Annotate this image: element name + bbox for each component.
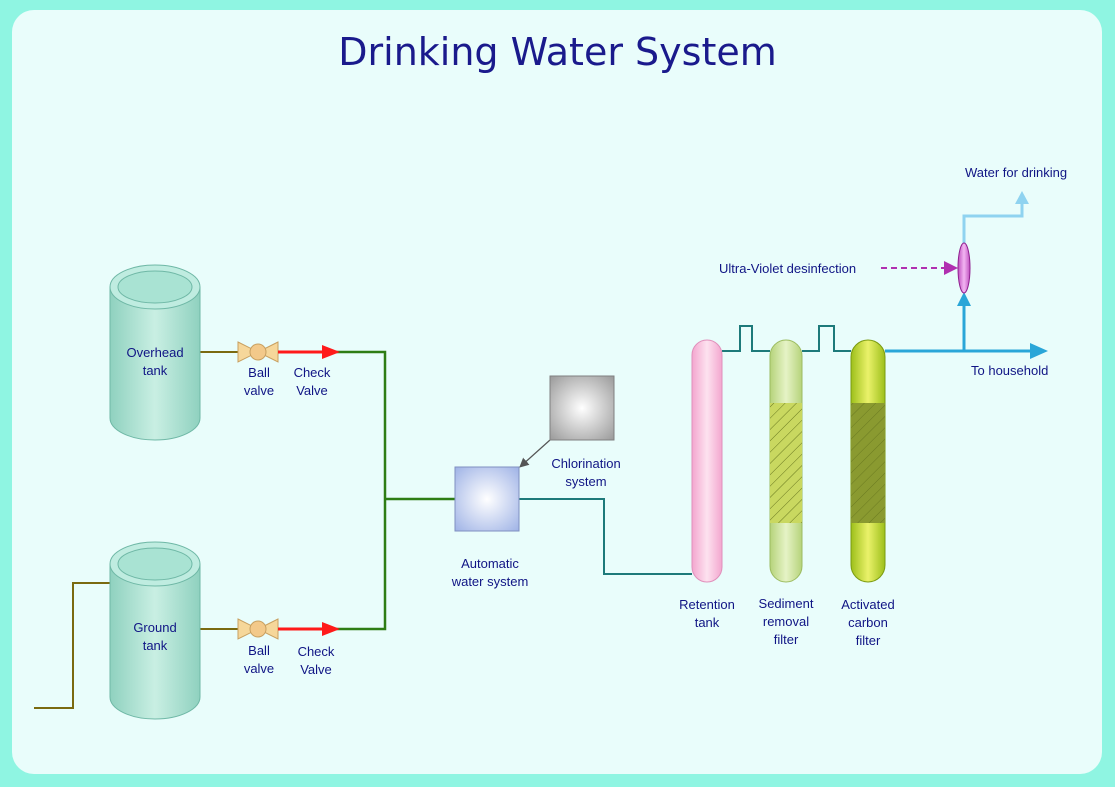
label-carbon-filter: Activated carbon filter [841, 597, 895, 648]
household-arrow-icon [1030, 343, 1048, 359]
label-uv-disinfection: Ultra-Violet desinfection [719, 261, 857, 276]
label-sediment-filter: Sediment removal filter [758, 596, 814, 647]
overhead-tank[interactable] [109, 264, 201, 441]
chlorination-system-box[interactable] [549, 375, 615, 441]
to-retention-pipe [519, 498, 692, 575]
retention-tank[interactable] [691, 339, 723, 583]
page-title: Drinking Water System [338, 30, 777, 74]
label-ground-tank: Ground tank [133, 620, 177, 653]
drinking-arrow-icon [1015, 191, 1029, 204]
label-check-valve-top: Check Valve [293, 365, 331, 398]
label-ball-valve-bottom: Ball valve [243, 643, 275, 676]
check-valve-top-icon[interactable] [278, 345, 340, 359]
ball-valve-bottom-icon[interactable] [237, 618, 279, 640]
chlorination-feed-line [519, 439, 551, 468]
label-check-valve-bottom: Check Valve [297, 644, 335, 677]
label-automatic-water-system: Automatic water system [451, 556, 529, 589]
label-water-for-drinking: Water for drinking [965, 165, 1068, 180]
top-green-pipe [335, 350, 387, 631]
label-retention-tank: Retention tank [679, 597, 735, 630]
automatic-water-system-box[interactable] [454, 466, 520, 532]
sediment-to-carbon-pipe [802, 325, 851, 352]
uv-lamp-icon[interactable] [957, 242, 971, 294]
label-to-household: To household [971, 363, 1049, 378]
ground-tank[interactable] [109, 541, 201, 720]
pipes [34, 191, 1048, 709]
drinking-pipe [962, 200, 1024, 243]
carbon-filter[interactable] [850, 339, 886, 583]
riser-arrow-icon [957, 292, 971, 306]
sediment-filter[interactable] [769, 339, 803, 583]
feed-pipe [34, 582, 110, 709]
uv-arrow-icon [944, 261, 958, 275]
label-overhead-tank: Overhead tank [126, 345, 184, 378]
label-ball-valve-top: Ball valve [243, 365, 275, 398]
ball-valve-top-icon[interactable] [237, 341, 279, 363]
label-chlorination-system: Chlorination system [551, 456, 621, 489]
retention-to-sediment-pipe [722, 325, 770, 352]
check-valve-bottom-icon[interactable] [278, 622, 340, 636]
